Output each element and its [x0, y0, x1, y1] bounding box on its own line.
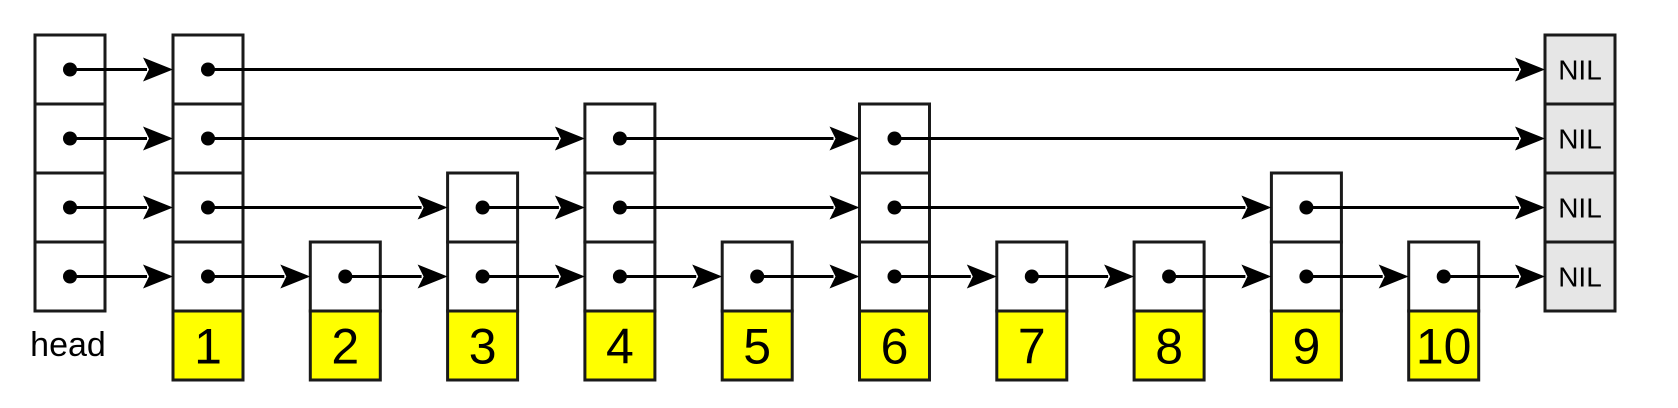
key-cell-7 [995, 309, 1069, 382]
key-label-4: 4 [606, 319, 634, 375]
arrowhead-node-1-level-3 [143, 126, 173, 151]
key-label-2: 2 [331, 319, 359, 375]
pointer-dot-node-4-level-2 [612, 200, 627, 215]
pointer-dot-node-1-level-3 [201, 131, 215, 146]
arrowhead-node-8-level-1 [1104, 264, 1135, 289]
pointer-dot-node-9-level-2 [1299, 200, 1314, 215]
pointer-dot-node-3-level-2 [475, 200, 490, 215]
arrowhead-node-6-level-2 [829, 195, 860, 220]
nil-label-level-2: NIL [1558, 193, 1602, 224]
arrowhead-nil-level-4 [1515, 57, 1545, 82]
pointer-dot-node-6-level-3 [887, 131, 902, 146]
arrowhead-node-6-level-1 [829, 264, 860, 289]
arrowhead-nil-level-1 [1515, 264, 1545, 289]
pointer-dot-node-4-level-1 [612, 269, 627, 284]
key-cell-5 [720, 309, 794, 382]
arrowhead-node-3-level-1 [417, 264, 448, 289]
key-label-8: 8 [1155, 319, 1183, 375]
nil-label-level-1: NIL [1558, 262, 1602, 293]
pointer-dot-head-level-4 [63, 62, 77, 77]
pointer-dot-node-6-level-2 [887, 200, 902, 215]
arrowhead-nil-level-2 [1515, 195, 1545, 220]
key-cell-9 [1269, 309, 1343, 382]
pointer-dot-node-8-level-1 [1162, 269, 1177, 284]
dots-layer [63, 62, 1451, 284]
key-label-1: 1 [194, 319, 222, 375]
arrowhead-nil-level-3 [1515, 126, 1545, 151]
key-cell-1 [171, 309, 245, 382]
pointer-dot-node-9-level-1 [1299, 269, 1314, 284]
arrowhead-node-7-level-1 [966, 264, 997, 289]
arrowhead-node-9-level-1 [1241, 264, 1272, 289]
key-label-3: 3 [469, 319, 497, 375]
key-cell-10 [1407, 309, 1481, 382]
head-label: head [30, 326, 106, 364]
key-label-10: 10 [1416, 319, 1472, 375]
pointer-dot-node-7-level-1 [1024, 269, 1039, 284]
key-cell-4 [583, 309, 657, 382]
pointer-dot-head-level-2 [63, 200, 77, 215]
pointer-dot-head-level-1 [63, 269, 77, 284]
arrowhead-node-5-level-1 [692, 264, 723, 289]
arrowhead-node-4-level-3 [554, 126, 585, 151]
key-cell-2 [308, 309, 382, 382]
key-cell-6 [858, 309, 931, 382]
key-cell-8 [1132, 309, 1206, 382]
nil-cell-level-4 [1543, 33, 1617, 106]
arrowhead-node-9-level-2 [1241, 195, 1272, 220]
pointer-dot-node-5-level-1 [750, 269, 765, 284]
arrowhead-node-6-level-3 [829, 126, 860, 151]
pointer-dot-node-3-level-1 [475, 269, 490, 284]
arrowhead-node-4-level-1 [554, 264, 585, 289]
arrowhead-node-1-level-1 [143, 264, 173, 289]
arrowhead-node-1-level-2 [143, 195, 173, 220]
key-cell-3 [446, 309, 520, 382]
nil-label-level-3: NIL [1558, 124, 1602, 155]
links-layer [70, 57, 1545, 289]
pointer-dot-node-1-level-4 [201, 62, 215, 77]
arrowhead-node-1-level-4 [143, 57, 173, 82]
pointer-dot-node-2-level-1 [338, 269, 353, 284]
pointer-dot-node-1-level-2 [201, 200, 215, 215]
key-label-6: 6 [881, 319, 909, 375]
arrowhead-node-4-level-2 [554, 195, 585, 220]
arrowhead-node-10-level-1 [1378, 264, 1409, 289]
pointer-dot-node-10-level-1 [1436, 269, 1451, 284]
key-label-9: 9 [1292, 319, 1320, 375]
pointer-dot-head-level-3 [63, 131, 77, 146]
key-label-7: 7 [1018, 319, 1046, 375]
pointer-dot-node-1-level-1 [201, 269, 215, 284]
pointer-dot-node-6-level-1 [887, 269, 902, 284]
pointer-dot-node-4-level-3 [612, 131, 627, 146]
nil-label-level-4: NIL [1558, 55, 1602, 86]
key-label-5: 5 [743, 319, 771, 375]
arrowhead-node-2-level-1 [280, 264, 311, 289]
arrowhead-node-3-level-2 [417, 195, 448, 220]
